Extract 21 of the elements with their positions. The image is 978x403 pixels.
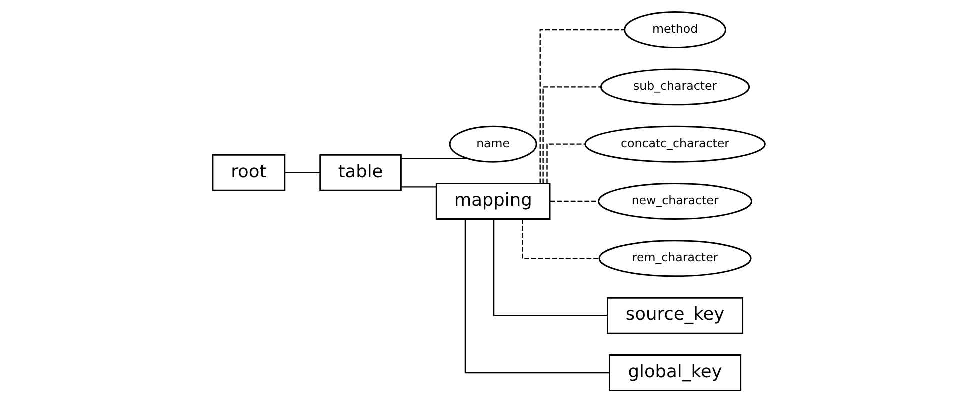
node-ellipse: sub_character — [600, 68, 750, 106]
connector — [401, 186, 436, 188]
connector — [546, 144, 586, 184]
node-box: source_key — [607, 297, 744, 334]
node-box: mapping — [436, 183, 551, 220]
connector — [464, 220, 610, 374]
node-box: table — [320, 154, 402, 192]
connector — [401, 158, 468, 160]
node-ellipse: method — [624, 12, 726, 48]
connector — [522, 219, 600, 260]
node-ellipse: new_character — [598, 183, 753, 220]
node-ellipse: rem_character — [598, 240, 752, 278]
connector — [540, 29, 625, 184]
node-box: root — [212, 154, 286, 192]
connector — [284, 172, 320, 174]
node-ellipse: name — [449, 126, 538, 163]
connector — [550, 200, 599, 202]
connector — [493, 219, 608, 316]
node-box: global_key — [609, 354, 742, 392]
node-ellipse: concatc_character — [584, 126, 766, 163]
connector — [542, 86, 602, 184]
